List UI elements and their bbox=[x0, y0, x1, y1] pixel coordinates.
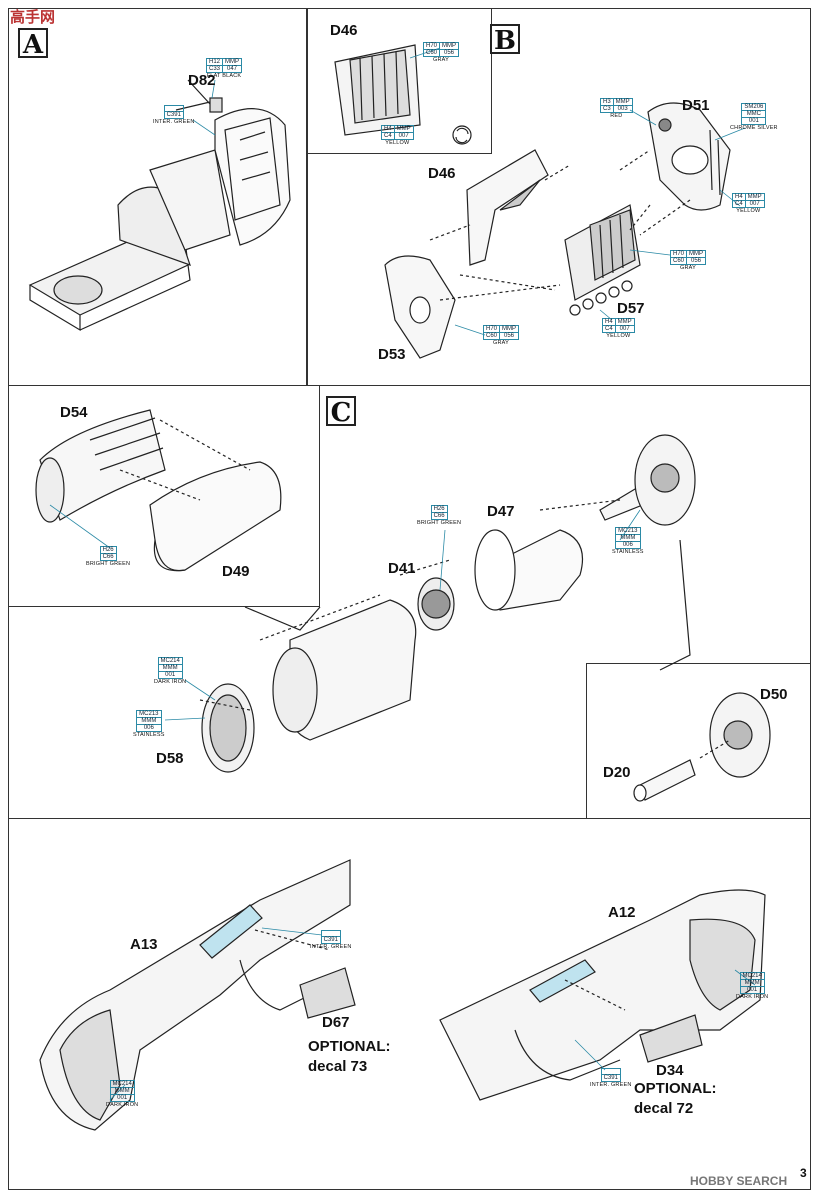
part-d34: D34 bbox=[656, 1062, 684, 1079]
optional-note-1: OPTIONAL: bbox=[308, 1038, 391, 1055]
panel-b-inset bbox=[306, 8, 492, 154]
watermark-hobbysearch: HOBBY SEARCH bbox=[690, 1174, 788, 1188]
part-d57: D57 bbox=[617, 300, 645, 317]
part-a12: A12 bbox=[608, 904, 636, 921]
part-d20: D20 bbox=[603, 764, 631, 781]
part-d46-inset: D46 bbox=[330, 22, 358, 39]
part-d41: D41 bbox=[388, 560, 416, 577]
part-d58: D58 bbox=[156, 750, 184, 767]
step-a-marker: A bbox=[18, 28, 48, 60]
part-d67: D67 bbox=[322, 1014, 350, 1031]
part-d46: D46 bbox=[428, 165, 456, 182]
part-d54: D54 bbox=[60, 404, 88, 421]
color-chip-c391-a: C391 INTER. GREEN bbox=[153, 105, 195, 126]
watermark-logo: 高手网 bbox=[10, 9, 56, 26]
part-a13: A13 bbox=[130, 936, 158, 953]
part-d49: D49 bbox=[222, 563, 250, 580]
color-chip-c391-c: C391 INTER. GREEN bbox=[590, 1068, 632, 1089]
panel-c-inset-left bbox=[8, 385, 320, 607]
panel-d bbox=[8, 818, 811, 1190]
decal-note-73: decal 73 bbox=[308, 1058, 368, 1075]
part-d53: D53 bbox=[378, 346, 406, 363]
step-b-marker: B bbox=[490, 24, 520, 56]
step-c-marker: C bbox=[326, 396, 356, 428]
color-chip-c391-b: C391 INTER. GREEN bbox=[310, 930, 352, 951]
part-d51: D51 bbox=[682, 97, 710, 114]
part-d47: D47 bbox=[487, 503, 515, 520]
page-number: 3 bbox=[800, 1166, 807, 1180]
optional-note-2: OPTIONAL: bbox=[634, 1080, 717, 1097]
part-d82: D82 bbox=[188, 72, 216, 89]
part-d50: D50 bbox=[760, 686, 788, 703]
decal-note-72: decal 72 bbox=[634, 1100, 694, 1117]
